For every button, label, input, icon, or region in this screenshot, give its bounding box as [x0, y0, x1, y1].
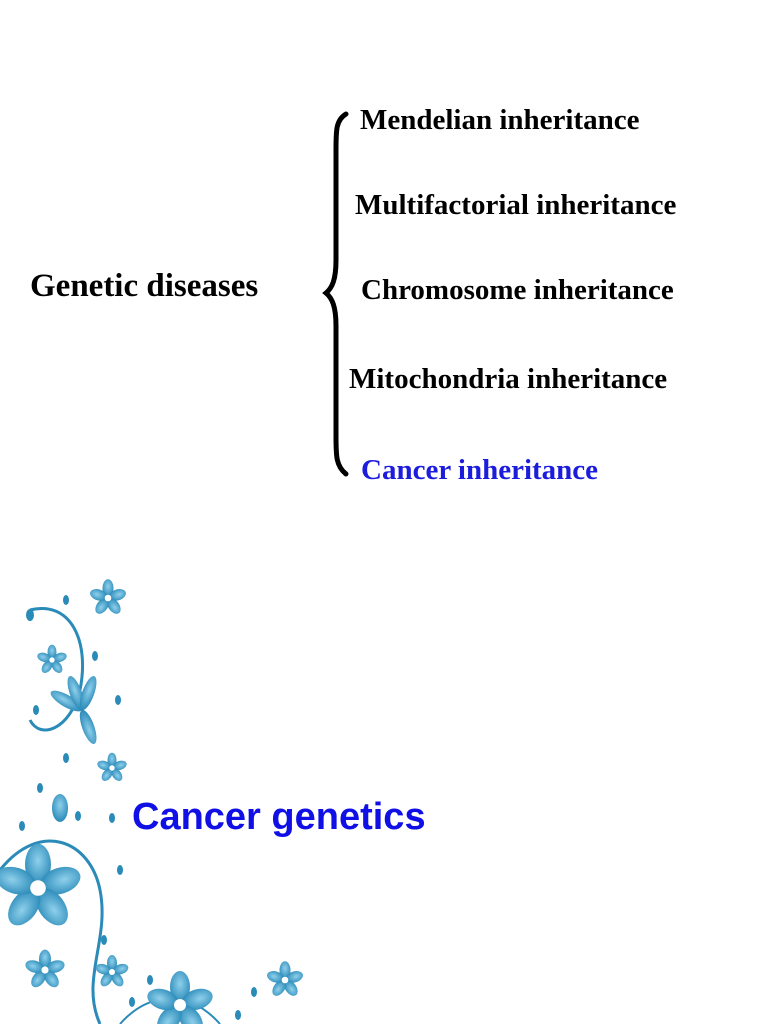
branch-item: Mitochondria inheritance — [349, 363, 668, 395]
branch-item-highlighted: Cancer inheritance — [361, 454, 599, 486]
root-label: Genetic diseases — [30, 268, 259, 304]
branch-item: Chromosome inheritance — [361, 274, 674, 306]
branch-item: Mendelian inheritance — [360, 104, 640, 136]
slide-genetic-diseases: Genetic diseases Mendelian inheritance M… — [30, 104, 677, 486]
slide-title: Cancer genetics — [132, 796, 426, 838]
branch-item: Multifactorial inheritance — [355, 189, 677, 221]
curly-brace — [322, 111, 349, 477]
floral-decoration — [0, 579, 305, 1024]
slide-cancer-genetics: Cancer genetics — [0, 560, 768, 1024]
